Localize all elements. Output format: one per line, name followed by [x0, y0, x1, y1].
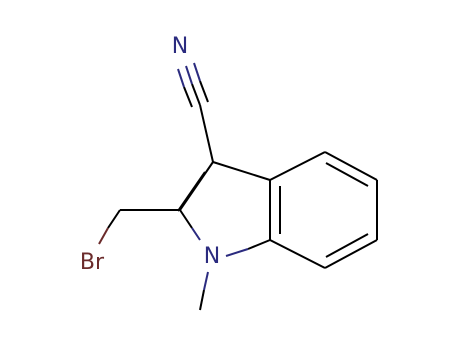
- bond-c4-c5-inner: [325, 162, 369, 187]
- bond-c7a-n1-a: [247, 239, 271, 250]
- bond-c2-n1-a: [179, 209, 193, 229]
- atom-label-nitrile-n: N: [172, 34, 188, 59]
- bond-triple-1a: [191, 83, 201, 106]
- bond-c3-cnitrile: [199, 104, 214, 163]
- bond-triple-2a: [183, 86, 193, 108]
- bond-ch2-br-b: [98, 227, 109, 245]
- bond-c3a-c4: [269, 151, 326, 181]
- bond-triple-2b: [177, 68, 185, 88]
- bond-c3-c2-inner: [177, 171, 206, 212]
- bond-ch2-br-a: [107, 209, 121, 229]
- bond-c6-c7-inner: [325, 233, 369, 258]
- bond-n1-methyl-a: [203, 271, 209, 291]
- bond-c4-c5: [324, 151, 378, 181]
- bond-triple-3b: [193, 62, 201, 82]
- bond-c7-c7a: [269, 239, 326, 269]
- bond-triple-3a: [199, 80, 209, 103]
- bond-triple-1b: [185, 65, 193, 85]
- atom-label-bromine: Br: [80, 250, 105, 275]
- atom-label-ring-n: N: [204, 244, 220, 269]
- bond-c6-c7: [324, 239, 378, 269]
- bond-n1-methyl-b: [199, 289, 205, 311]
- bond-c7a-n1-b: [225, 248, 249, 257]
- bond-c2-n1-b: [191, 227, 201, 241]
- bond-c3a-c3: [212, 161, 271, 181]
